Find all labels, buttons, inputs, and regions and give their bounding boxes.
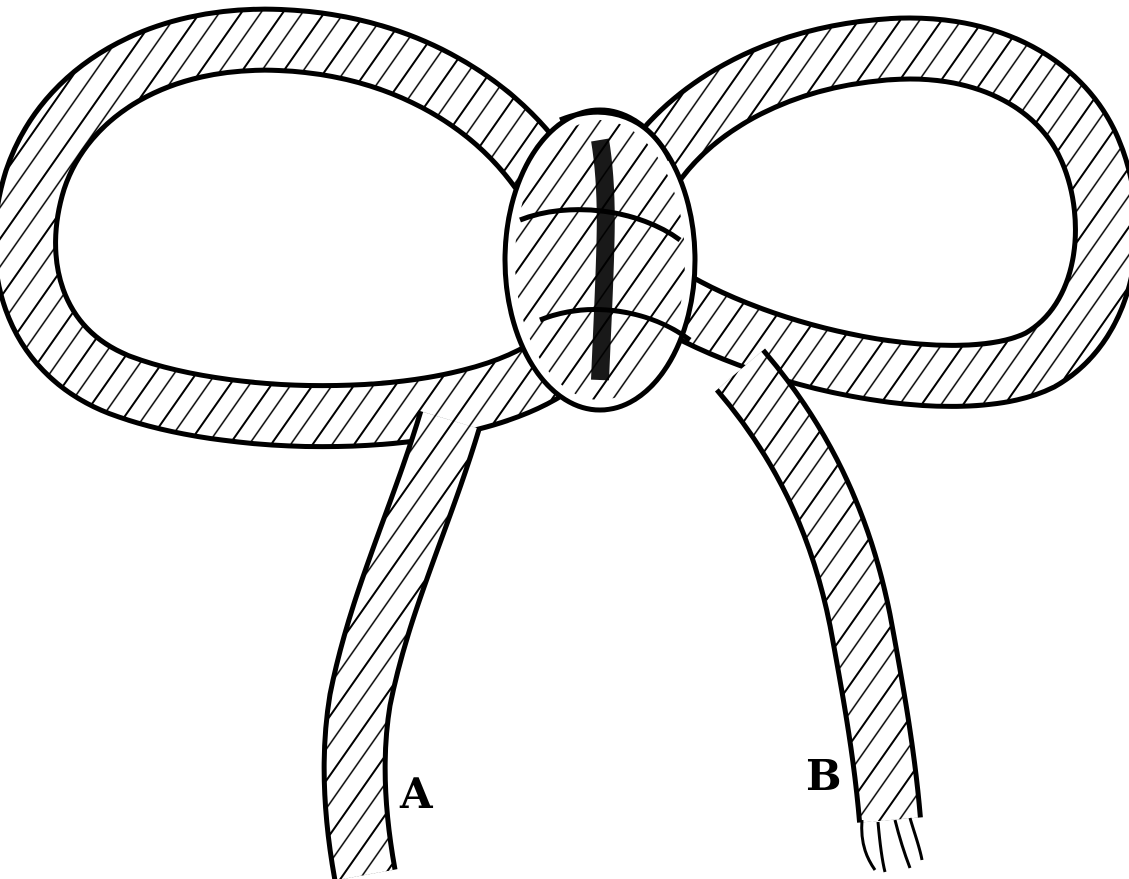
central-knot <box>505 110 695 410</box>
right-loop <box>650 48 1106 375</box>
label-end-a: A <box>399 769 434 818</box>
left-loop <box>25 40 560 416</box>
label-end-b: B <box>806 751 842 800</box>
left-loop-rope-body <box>25 40 560 416</box>
rope-end-b-frayed-tip <box>862 818 922 872</box>
